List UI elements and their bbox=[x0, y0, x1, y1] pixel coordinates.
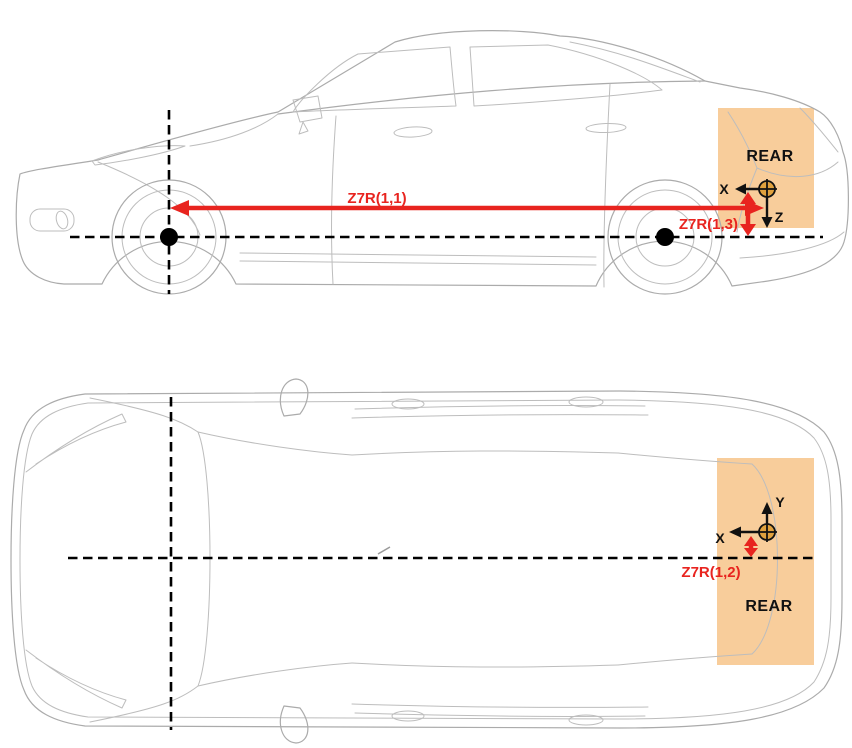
top-axis-x-label: X bbox=[715, 530, 725, 546]
top-rear-zone-label: REAR bbox=[745, 598, 792, 615]
door-handles bbox=[393, 122, 627, 138]
side-rear-zone-label: REAR bbox=[746, 148, 793, 165]
top-origin-marker bbox=[757, 522, 777, 542]
small-tick-artifact bbox=[377, 546, 391, 555]
rear-zone-highlight-top bbox=[717, 458, 814, 665]
dim-lateral-label: Z7R(1,2) bbox=[681, 564, 740, 581]
door-handles-top-view bbox=[391, 396, 604, 726]
car-top-outline bbox=[10, 378, 843, 744]
fog-light bbox=[29, 208, 75, 232]
dim-longitudinal-arrow bbox=[170, 200, 764, 216]
side-view: Z7R(1,1) Z7R(1,3) X Z REAR bbox=[15, 30, 849, 295]
front-wheel-center-dot bbox=[160, 228, 178, 246]
side-axis-z-label: Z bbox=[775, 209, 784, 225]
top-axis-y-label: Y bbox=[775, 494, 785, 510]
headlight bbox=[91, 145, 186, 166]
dim-longitudinal-label: Z7R(1,1) bbox=[347, 190, 406, 207]
dim-vertical-arrow bbox=[740, 192, 756, 236]
side-mirrors-top-view bbox=[279, 378, 309, 744]
rear-wheel-center-dot bbox=[656, 228, 674, 246]
dim-vertical-label: Z7R(1,3) bbox=[679, 216, 738, 233]
side-axis-x-label: X bbox=[719, 181, 729, 197]
side-origin-marker bbox=[757, 179, 777, 199]
dim-lateral-arrow bbox=[744, 536, 758, 557]
top-view: Z7R(1,2) X Y REAR bbox=[10, 378, 843, 744]
